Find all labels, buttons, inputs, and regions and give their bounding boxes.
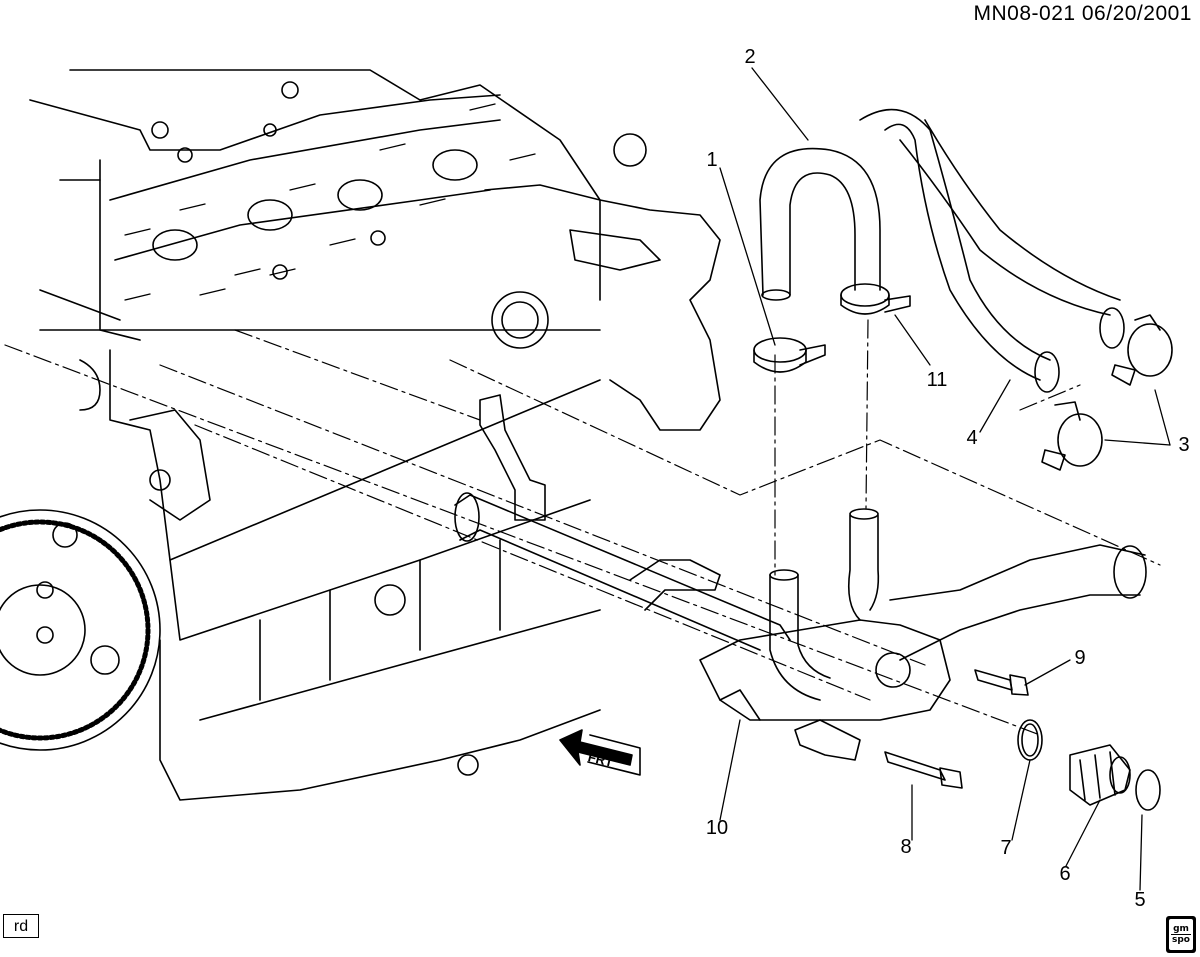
callout-7: 7 xyxy=(1000,837,1012,859)
corner-code-box: rd xyxy=(3,914,39,938)
front-arrow-icon xyxy=(559,729,641,776)
callout-4: 4 xyxy=(966,427,978,449)
callout-8: 8 xyxy=(900,836,912,858)
flywheel xyxy=(0,509,161,751)
gm-spo-logo: gm spo xyxy=(1166,916,1196,953)
callout-11: 11 xyxy=(926,369,948,391)
logo-line-2: spo xyxy=(1172,935,1190,945)
leader-lines xyxy=(719,67,1171,891)
logo-line-1: gm xyxy=(1171,924,1191,935)
small-parts xyxy=(884,669,1161,811)
callout-6: 6 xyxy=(1059,863,1071,885)
clamps xyxy=(753,283,1173,471)
diagram-code-date: MN08-021 06/20/2001 xyxy=(973,2,1192,25)
callout-2: 2 xyxy=(744,46,756,68)
callout-10: 10 xyxy=(705,817,729,839)
callout-9: 9 xyxy=(1074,647,1086,669)
coolant-pipe-assembly xyxy=(454,394,1147,761)
hoses xyxy=(759,108,1125,393)
alignment-lines xyxy=(4,319,1161,736)
engine-block xyxy=(29,69,721,801)
callout-5: 5 xyxy=(1134,889,1146,911)
callout-1: 1 xyxy=(706,149,718,171)
callout-3: 3 xyxy=(1178,434,1190,456)
logo-inner: gm spo xyxy=(1169,919,1193,950)
